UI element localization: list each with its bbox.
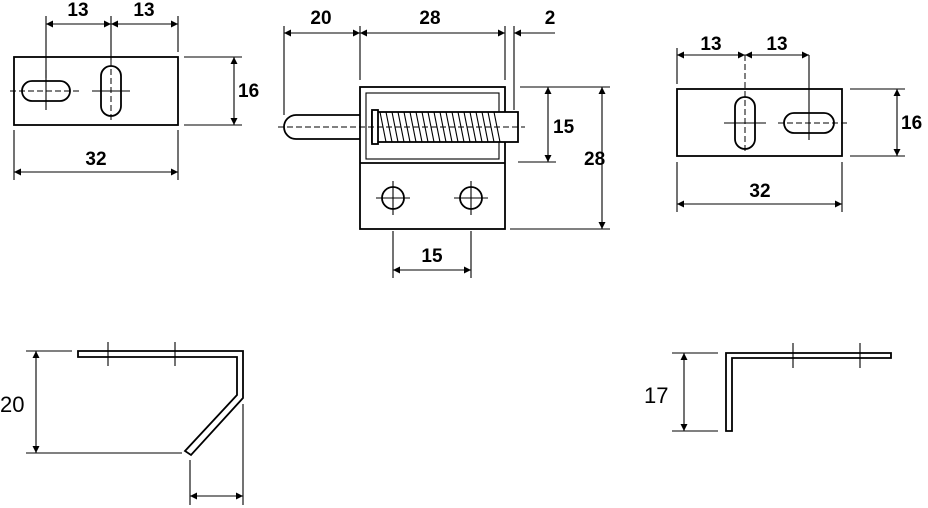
left-plate-dim-width: 32 <box>85 149 106 170</box>
left-bracket-dim-height: 20 <box>0 392 24 417</box>
right-bracket-dim-height: 17 <box>644 383 668 408</box>
right-plate-dim-width: 32 <box>749 181 770 202</box>
left-plate-view: 13 13 16 32 <box>10 0 259 180</box>
right-plate-dim-hole2: 13 <box>766 34 787 55</box>
left-bracket-view: 20 <box>0 342 244 505</box>
latch-dim-height: 28 <box>584 149 605 170</box>
latch-body <box>359 86 506 230</box>
right-plate-dim-hole1: 13 <box>700 34 721 55</box>
right-plate-dim-height: 16 <box>901 113 922 134</box>
latch-dim-holes: 15 <box>421 246 443 267</box>
center-latch-view: 20 28 2 15 28 15 <box>278 8 610 278</box>
right-bracket-view: 17 <box>644 343 892 432</box>
right-bracket-profile <box>725 352 892 432</box>
latch-dim-pin: 20 <box>310 8 331 29</box>
right-plate-view: 13 13 16 32 <box>676 34 922 212</box>
left-plate-dim-hole1: 13 <box>67 0 88 21</box>
left-plate-dim-hole2: 13 <box>133 0 154 21</box>
left-bracket-profile <box>77 350 244 457</box>
latch-dim-gap: 2 <box>545 8 556 29</box>
latch-dim-spring: 15 <box>553 117 575 138</box>
latch-dim-body: 28 <box>419 8 440 29</box>
left-plate-dim-height: 16 <box>238 81 259 102</box>
